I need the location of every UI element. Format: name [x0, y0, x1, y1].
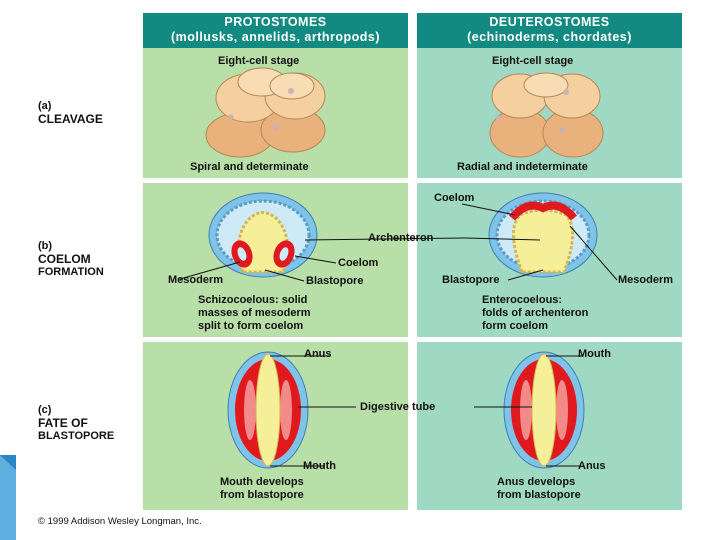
schizocoelous-line-1: Schizocoelous: solid [198, 294, 308, 306]
deuterostomes-subtitle: (echinoderms, chordates) [467, 30, 632, 44]
schizocoelous-line-3: split to form coelom [198, 320, 304, 332]
enterocoelous-line-3: form coelom [482, 320, 549, 332]
schizocoelous-embryo [208, 192, 318, 278]
anus-develops-line-1: Anus develops [497, 476, 576, 488]
deuterostomes-title: DEUTEROSTOMES [489, 15, 610, 29]
row-b-label: (b) COELOM FORMATION [38, 240, 104, 279]
enterocoelous-description: Enterocoelous: folds of archenteron form… [482, 294, 588, 333]
schizocoelous-line-2: masses of mesoderm [198, 307, 311, 319]
row-b-letter: (b) [38, 240, 53, 252]
right-anus-label: Anus [578, 460, 606, 472]
row-a-label: (a) CLEAVAGE [38, 100, 103, 126]
protostomes-header-bg [143, 13, 408, 48]
row-a-letter: (a) [38, 100, 52, 112]
left-mesoderm-label: Mesoderm [168, 274, 224, 286]
row-b-title-1: COELOM [38, 252, 91, 266]
schizocoelous-description: Schizocoelous: solid masses of mesoderm … [198, 294, 311, 333]
mouth-develops-line-1: Mouth develops [220, 476, 304, 488]
protostomes-subtitle: (mollusks, annelids, arthropods) [170, 30, 381, 44]
right-mouth-label: Mouth [578, 348, 611, 360]
protostome-blastopore-embryo [227, 351, 309, 469]
row-c-title-1: FATE OF [38, 416, 88, 430]
leader-lines [179, 203, 618, 467]
cleavage-right-panel [417, 48, 682, 178]
anus-develops-description: Anus develops from blastopore [497, 476, 581, 502]
left-eight-cell-label: Eight-cell stage [218, 55, 300, 67]
spiral-determinate-label: Spiral and determinate [190, 161, 309, 173]
right-blastopore-label: Blastopore [442, 274, 500, 286]
left-anus-label: Anus [304, 348, 332, 360]
radial-indeterminate-label: Radial and indeterminate [457, 161, 588, 173]
row-a-title: CLEAVAGE [38, 112, 103, 126]
anus-develops-line-2: from blastopore [497, 489, 581, 501]
mouth-develops-description: Mouth develops from blastopore [220, 476, 304, 502]
mouth-develops-line-2: from blastopore [220, 489, 304, 501]
row-c-title-2: BLASTOPORE [38, 430, 115, 442]
right-coelom-label: Coelom [434, 192, 475, 204]
copyright-notice: © 1999 Addison Wesley Longman, Inc. [38, 516, 202, 527]
digestive-tube-label: Digestive tube [360, 401, 436, 413]
spiral-eight-cell-embryo [205, 67, 326, 158]
right-eight-cell-label: Eight-cell stage [492, 55, 574, 67]
row-b-title-2: FORMATION [38, 266, 104, 278]
left-coelom-label: Coelom [338, 257, 379, 269]
right-mesoderm-label: Mesoderm [618, 274, 674, 286]
enterocoelous-line-1: Enterocoelous: [482, 294, 563, 306]
row-c-label: (c) FATE OF BLASTOPORE [38, 404, 114, 443]
deuterostomes-header-bg [417, 13, 682, 48]
deuterostome-blastopore-embryo [503, 351, 585, 469]
slide-side-decoration [0, 455, 16, 540]
row-c-letter: (c) [38, 404, 52, 416]
left-mouth-label: Mouth [303, 460, 336, 472]
archenteron-label: Archenteron [368, 232, 434, 244]
radial-eight-cell-embryo [489, 72, 604, 158]
enterocoelous-embryo [488, 192, 598, 278]
protostomes-title: PROTOSTOMES [224, 15, 327, 29]
left-blastopore-label: Blastopore [306, 275, 364, 287]
enterocoelous-line-2: folds of archenteron [482, 307, 589, 319]
